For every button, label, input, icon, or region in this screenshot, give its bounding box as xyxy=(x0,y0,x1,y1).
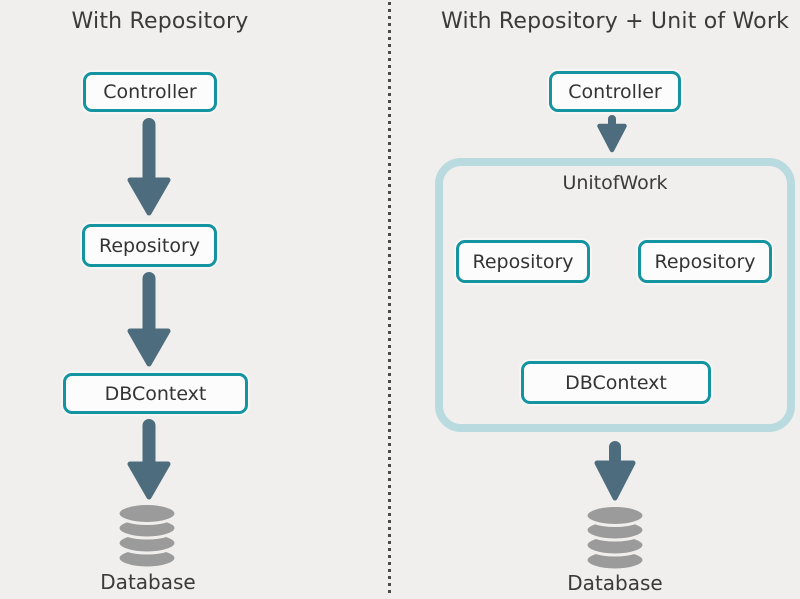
arrow-down-icon xyxy=(596,115,628,155)
right-database-label: Database xyxy=(567,571,663,595)
unit-of-work-label: UnitofWork xyxy=(562,172,668,194)
dotted-divider xyxy=(388,2,391,597)
arrow-down-icon xyxy=(127,118,171,216)
right-controller-node: Controller xyxy=(549,71,681,112)
unit-of-work-container xyxy=(435,158,795,432)
arrow-down-icon xyxy=(127,272,171,367)
database-icon xyxy=(583,504,647,572)
arrow-down-icon xyxy=(593,441,637,502)
left-repository-node: Repository xyxy=(82,224,217,267)
left-panel-title: With Repository xyxy=(71,9,249,34)
right-repository-node-2: Repository xyxy=(638,240,772,283)
right-repository-node-1: Repository xyxy=(456,240,590,283)
left-dbcontext-node: DBContext xyxy=(63,373,248,414)
database-icon xyxy=(115,502,179,570)
arrow-down-icon xyxy=(127,419,171,500)
left-database-label: Database xyxy=(100,570,196,594)
right-dbcontext-node: DBContext xyxy=(521,361,711,404)
left-controller-node: Controller xyxy=(83,72,217,112)
right-panel-title: With Repository + Unit of Work xyxy=(440,9,790,34)
